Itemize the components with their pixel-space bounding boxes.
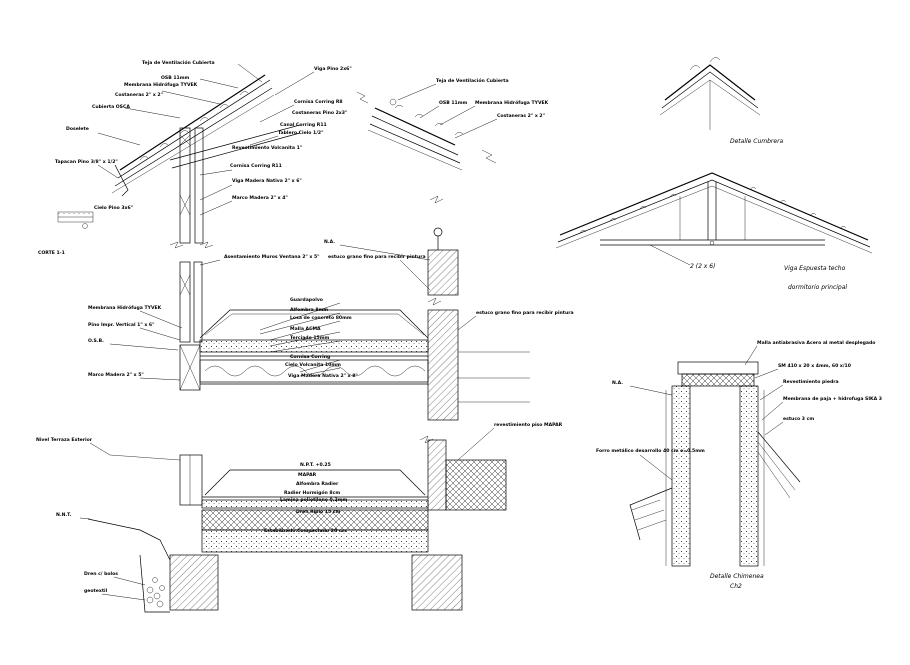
wall-label-0: Membrana Hidrófuga TYVEK [88,304,162,311]
ridge-cap-caption: Detalle Cumbrera [730,138,784,145]
found-label-9: Dren c/ bolos [84,571,118,577]
truss-caption-2: dormitorio principal [788,284,847,291]
found-label-7: Estabilizado Compactado 20 cm [264,528,346,534]
eave-label-3: Costaneras 2" x 2" [115,92,163,98]
floor-label-3: Alfombra 8mm [290,307,328,313]
ridge-label-0: Teja de Ventilación Cubierta [436,77,509,84]
found-label-5: Lamina polietileno 0,2mm [280,497,347,503]
found-label-3: Alfombra Radier [296,481,339,487]
found-label-6: Dren Ripio 15 cm [296,509,341,515]
floor-label-10: estuco grano fino para recibir pintura [476,310,574,316]
eave-label-8: Cornisa Corring R8 [294,99,343,105]
found-label-11: revestimiento piso MAPAR [494,422,563,428]
chimney-detail: Malla antiabrasiva Acero al metal desple… [596,340,882,590]
found-label-8: N.N.T. [56,512,72,518]
eave-label-6: Tapacan Pino 3/8" x 1/2" [55,159,118,165]
eave-label-10: Canal Corring R11 [280,122,327,128]
chimney-label-1: SM 410 x 20 x 4mm, 60 x/10 [778,363,851,369]
floor-label-5: Malla ACMA [290,326,321,332]
eave-detail: Teja de Ventilación Cubierta OSB 11mm Me… [38,59,352,266]
wall-label-2: O.S.B. [88,338,104,344]
eave-label-4: Cubierta OSCA [92,104,130,110]
eave-label-12: Revestimiento Volcanita 1" [232,145,302,151]
eave-label-18: Asentamiento Muros Ventana 2" x 5" [224,254,320,260]
floor-label-7: Cornisa Corring [290,354,330,360]
floor-label-0: N.A. [324,239,335,245]
ridge-detail: Teja de Ventilación Cubierta OSB 11mm Me… [356,77,549,171]
ridge-cap-detail: Detalle Cumbrera [659,57,784,145]
chimney-label-3: Membrana de paja + hidrofuga SIKA 3 [783,396,882,402]
found-label-1: N.P.T. +0.25 [300,462,331,468]
floor-section: Membrana Hidrófuga TYVEK Pino Impr. Vert… [88,195,574,444]
eave-label-13: Cornisa Corring R11 [230,163,282,169]
chimney-label-4: estuco 3 cm [783,416,814,422]
found-label-4: Radier Hormigón 8cm [284,489,340,496]
floor-label-1: estuco grano fino para recibir pintura [328,254,426,260]
ridge-label-1: OSB 11mm [439,100,467,106]
eave-label-1: OSB 11mm [161,75,189,81]
chimney-caption-1: Detalle Chimenea [710,573,764,580]
chimney-caption-2: Ch2 [730,583,742,590]
eave-label-7: Viga Pino 2x6" [314,66,352,72]
wall-label-3: Marco Madera 2" x 5" [88,372,144,378]
eave-label-2: Membrana Hidrófuga TYVEK [124,81,198,88]
ridge-label-2: Membrana Hidrófuga TYVEK [475,99,549,106]
found-label-2: MAPAR [298,472,317,478]
wall-label-1: Pino Impr. Vertical 1" x 6" [88,322,155,328]
truss-dim: 2 (2 x 6) [690,263,715,270]
eave-label-11: Tablero Cielo 1/2" [278,130,324,136]
floor-label-9: Viga Madera Nativa 2" x 8" [288,373,358,379]
truss-detail: 2 (2 x 6) Viga Espuesta techo dormitorio… [555,172,873,291]
found-label-0: Nivel Terraza Exterior [36,437,93,443]
eave-label-0: Teja de Ventilación Cubierta [142,59,215,66]
chimney-label-0: Malla antiabrasiva Acero al metal desple… [757,340,875,346]
floor-label-2: Guardapolvo [290,297,323,303]
chimney-label-5: N.A. [612,380,623,386]
found-label-10: geotextil [84,588,108,594]
eave-label-16: Cielo Pino 3x6" [94,205,133,211]
ridge-label-3: Costaneras 2" x 2" [497,113,545,119]
foundation-section: Nivel Terraza Exterior N.P.T. +0.25 MAPA… [36,422,563,613]
chimney-label-2: Revestimiento piedra [783,379,839,385]
floor-label-8: Cielo Volcanita 10mm [285,362,341,368]
chimney-label-6: Forro metálico desarrollo 40 cm e=0.5mm [596,447,705,454]
eave-label-15: Marco Madera 2" x 4" [232,195,288,201]
eave-label-5: Doselete [66,126,89,132]
eave-label-17: CORTE 1-1 [38,250,65,256]
truss-caption-1: Viga Espuesta techo [784,265,846,272]
eave-label-14: Viga Madera Nativa 2" x 6" [232,178,302,184]
eave-label-9: Costaneras Pino 2x3" [292,110,347,116]
